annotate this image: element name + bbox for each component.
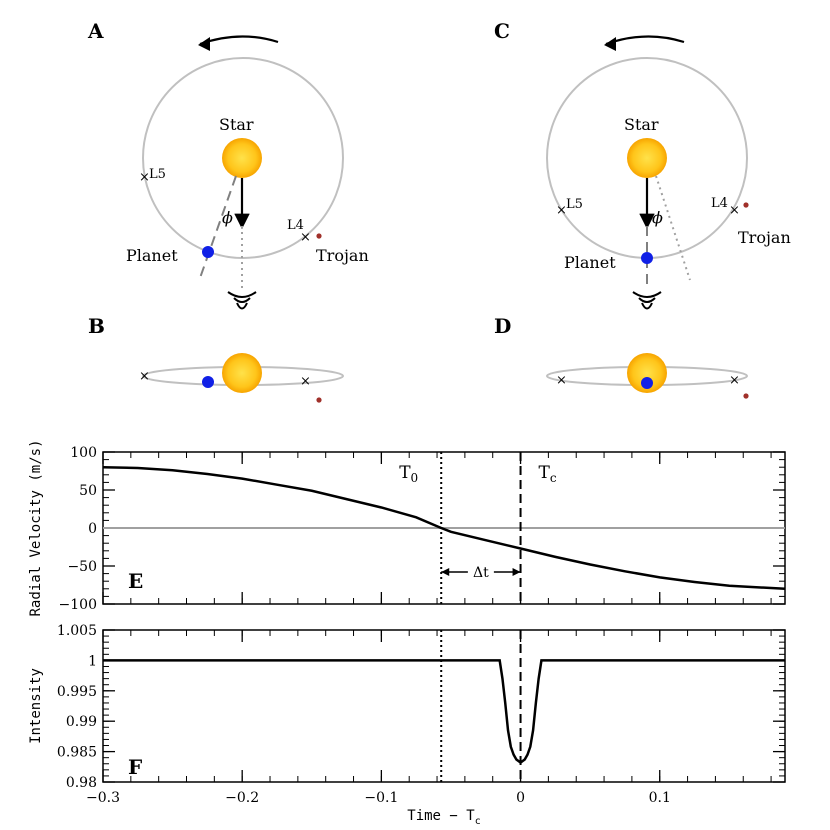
- trojan-b: [316, 397, 322, 403]
- line-of-sight-c: [655, 175, 691, 281]
- trojan-d: [743, 393, 749, 399]
- lagrange-cross-icon: ×: [139, 170, 150, 185]
- lagrange-cross-icon: ×: [729, 373, 740, 388]
- panel-letter-d: D: [494, 314, 511, 338]
- x-tick-label: 0: [516, 790, 525, 806]
- chart-e-delta-t: Δt: [441, 563, 521, 581]
- trojan-c: [743, 202, 749, 208]
- panel-letter-b: B: [88, 314, 105, 338]
- y-tick-label: 1.005: [57, 623, 97, 639]
- y-tick-label: 50: [79, 483, 97, 499]
- panel-a: A Star ϕ × L5 × L4 Trojan Planet: [87, 19, 369, 310]
- lagrange-cross-icon: ×: [729, 203, 740, 218]
- l4-label-c: L4: [711, 196, 728, 211]
- panel-letter-a: A: [87, 19, 104, 43]
- rotation-arrow-head: [198, 37, 210, 51]
- trojan-label-c: Trojan: [738, 228, 791, 247]
- l4-label-a: L4: [287, 218, 304, 233]
- y-tick-label: −100: [59, 597, 97, 613]
- chart-e-delta-t-label: Δt: [473, 565, 489, 581]
- chart-f-frame: [102, 629, 786, 783]
- chart-e-y-ticks: 100 50 0 −50 −100: [59, 445, 785, 613]
- chart-f-y-ticks: 1.005 1 0.995 0.99 0.985 0.98: [57, 623, 785, 791]
- l5-label-a: L5: [149, 167, 166, 182]
- y-tick-label: 0.98: [66, 775, 97, 791]
- eye-icon: [632, 291, 662, 310]
- x-tick-label: −0.2: [225, 790, 259, 806]
- panel-c: C Star ϕ × L5 × L4 Trojan Planet: [494, 19, 791, 310]
- chart-e-tc-label: Tc: [539, 463, 557, 485]
- planet-label-c: Planet: [564, 253, 616, 272]
- trojan-a: [316, 233, 322, 239]
- star-b: [222, 353, 262, 393]
- chart-e-t0-label: T0: [399, 463, 418, 485]
- phi-label-a: ϕ: [222, 208, 233, 227]
- panel-d: D × ×: [494, 314, 749, 399]
- star-a: [222, 138, 262, 178]
- star-label-c: Star: [624, 115, 659, 134]
- rotation-arrow-head: [604, 37, 616, 51]
- phi-label-c: ϕ: [652, 208, 663, 227]
- y-tick-label: 0.99: [66, 714, 97, 730]
- rotation-arrow-icon: [199, 35, 279, 46]
- planet-c: [641, 252, 653, 264]
- star-label-a: Star: [219, 115, 254, 134]
- lagrange-cross-icon: ×: [139, 369, 150, 384]
- chart-f-series-line: [103, 659, 785, 765]
- y-tick-label: 1: [88, 653, 97, 669]
- intensity-chart: 1.005 1 0.995 0.99 0.985 0.98 −0.3 −0.2 −0.1 0 0.…: [28, 623, 786, 827]
- lagrange-cross-icon: ×: [556, 203, 567, 218]
- planet-a: [202, 246, 214, 258]
- y-tick-label: 100: [70, 445, 97, 461]
- lagrange-cross-icon: ×: [300, 230, 311, 245]
- chart-e-series-line: [102, 465, 786, 591]
- planet-b: [202, 376, 214, 388]
- planet-d: [641, 377, 653, 389]
- planet-direction-a: [199, 175, 237, 279]
- panel-letter-f: F: [128, 755, 142, 779]
- chart-f-x-axis-label: Time − Tc: [407, 808, 480, 827]
- chart-f-y-axis-label: Intensity: [28, 668, 44, 744]
- x-tick-label: −0.3: [86, 790, 120, 806]
- chart-e-x-ticks: [102, 452, 772, 604]
- lagrange-cross-icon: ×: [556, 373, 567, 388]
- planet-label-a: Planet: [126, 246, 178, 265]
- panel-b: B × ×: [88, 314, 344, 403]
- star-c: [627, 138, 667, 178]
- trojan-label-a: Trojan: [316, 246, 369, 265]
- x-tick-label: 0.1: [649, 790, 671, 806]
- eye-icon: [227, 291, 257, 310]
- x-tick-label: −0.1: [364, 790, 398, 806]
- y-tick-label: 0.985: [57, 745, 97, 761]
- rotation-arrow-icon: [605, 35, 685, 46]
- panel-letter-e: E: [128, 569, 143, 593]
- star-d: [627, 353, 667, 393]
- y-tick-label: −50: [67, 559, 97, 575]
- y-tick-label: 0.995: [57, 684, 97, 700]
- panel-letter-c: C: [494, 19, 510, 43]
- lagrange-cross-icon: ×: [300, 374, 311, 389]
- chart-e-y-axis-label: Radial Velocity (m/s): [28, 439, 44, 616]
- y-tick-label: 0: [88, 521, 97, 537]
- l5-label-c: L5: [566, 197, 583, 212]
- chart-f-x-ticks: −0.3 −0.2 −0.1 0 0.1: [86, 630, 772, 806]
- radial-velocity-chart: 100 50 0 −50 −100 T0 Tc Δt E Radial Velocity…: [28, 439, 786, 617]
